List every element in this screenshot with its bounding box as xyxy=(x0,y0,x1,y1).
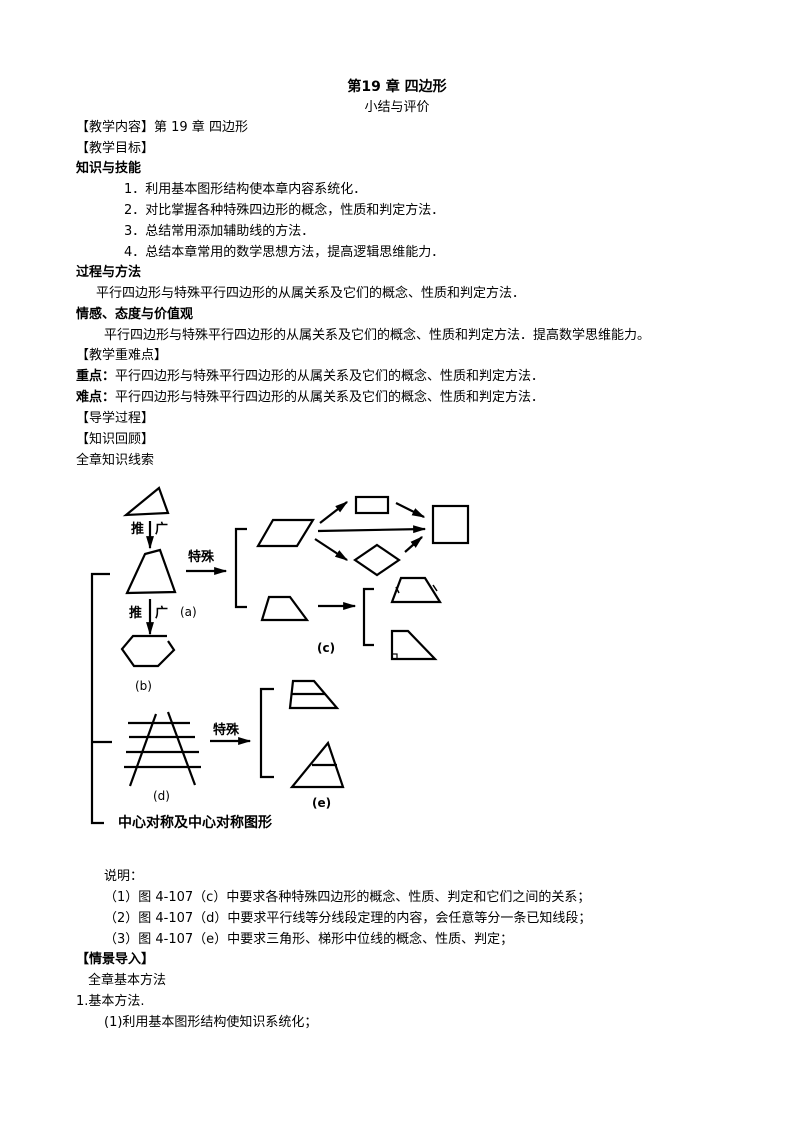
difficulty-text: 平行四边形与特殊平行四边形的从属关系及它们的概念、性质和判定方法． xyxy=(115,390,545,405)
generalize-label-4: 广 xyxy=(155,605,168,621)
generalize-label-2: 广 xyxy=(155,521,168,537)
key-point-line: 重点：平行四边形与特殊平行四边形的从属关系及它们的概念、性质和判定方法． xyxy=(76,368,544,386)
key-point-text: 平行四边形与特殊平行四边形的从属关系及它们的概念、性质和判定方法． xyxy=(115,369,545,384)
emotion-heading: 情感、态度与价值观 xyxy=(76,307,194,322)
knowledge-item: 3．总结常用添加辅助线的方法． xyxy=(124,224,315,239)
label-e: (e) xyxy=(312,796,331,810)
note-item: （2）图 4-107（d）中要求平行线等分线段定理的内容，会任意等分一条已知线段… xyxy=(104,911,592,926)
parallelogram-shape xyxy=(256,518,315,548)
intro-label: 【情景导入】 xyxy=(76,952,155,967)
bracket-c xyxy=(234,527,247,609)
rhombus-shape xyxy=(353,543,401,577)
triangle-shape xyxy=(122,486,170,517)
knowledge-item: 1．利用基本图形结构使本章内容系统化． xyxy=(124,182,367,197)
isosceles-trapezoid-shape xyxy=(390,576,442,604)
bracket-e xyxy=(259,687,274,779)
label-b: (b) xyxy=(135,679,152,693)
guide-label: 【导学过程】 xyxy=(76,411,155,426)
trapezoid-midline-shape xyxy=(288,679,340,710)
note-item: （1）图 4-107（c）中要求各种特殊四边形的概念、性质、判定和它们之间的关系… xyxy=(104,890,591,905)
methods-title: 全章基本方法 xyxy=(88,973,167,988)
knowledge-item: 4．总结本章常用的数学思想方法，提高逻辑思维能力． xyxy=(124,245,445,260)
special-label-1: 特殊 xyxy=(188,549,215,565)
page-subtitle: 小结与评价 xyxy=(364,100,430,115)
teaching-goals-label: 【教学目标】 xyxy=(76,141,155,156)
page-title: 第19 章 四边形 xyxy=(347,79,447,95)
generalize-label-3: 推 xyxy=(129,605,142,621)
right-trapezoid-shape xyxy=(390,629,438,661)
notes-heading: 说明： xyxy=(104,869,144,884)
special-label-2: 特殊 xyxy=(213,722,240,738)
review-label: 【知识回顾】 xyxy=(76,432,155,447)
process-heading: 过程与方法 xyxy=(76,265,142,280)
key-point-prefix: 重点： xyxy=(76,369,116,384)
emotion-text: 平行四边形与特殊平行四边形的从属关系及它们的概念、性质和判定方法．提高数学思维能… xyxy=(104,328,651,343)
chapter-thread: 全章知识线索 xyxy=(76,453,155,468)
key-points-label: 【教学重难点】 xyxy=(76,348,168,363)
method-item: (1)利用基本图形结构使知识系统化； xyxy=(104,1015,318,1030)
difficulty-prefix: 难点： xyxy=(76,390,116,405)
trapezoid-shape xyxy=(260,595,310,622)
teaching-content-label: 【教学内容】第 19 章 四边形 xyxy=(76,120,248,135)
label-d: (d) xyxy=(153,789,170,803)
difficulty-line: 难点：平行四边形与特殊平行四边形的从属关系及它们的概念、性质和判定方法． xyxy=(76,389,544,407)
process-text: 平行四边形与特殊平行四边形的从属关系及它们的概念、性质和判定方法． xyxy=(96,286,526,301)
bracket-trapezoid xyxy=(362,587,374,647)
label-c: (c) xyxy=(317,641,335,655)
rectangle-shape xyxy=(354,495,390,515)
label-a: (a) xyxy=(180,605,197,619)
generalize-label-1: 推 xyxy=(131,521,144,537)
basic-methods: 1.基本方法. xyxy=(76,994,145,1009)
quadrilateral-shape xyxy=(125,548,177,595)
note-item: （3）图 4-107（e）中要求三角形、梯形中位线的概念、性质、判定； xyxy=(104,932,514,947)
polygon-shape xyxy=(120,634,176,668)
square-shape xyxy=(431,504,470,545)
knowledge-heading: 知识与技能 xyxy=(76,161,142,176)
knowledge-item: 2．对比掌握各种特殊四边形的概念，性质和判定方法． xyxy=(124,203,445,218)
main-bracket xyxy=(90,572,110,825)
central-symmetry-label: 中心对称及中心对称图形 xyxy=(118,814,272,831)
